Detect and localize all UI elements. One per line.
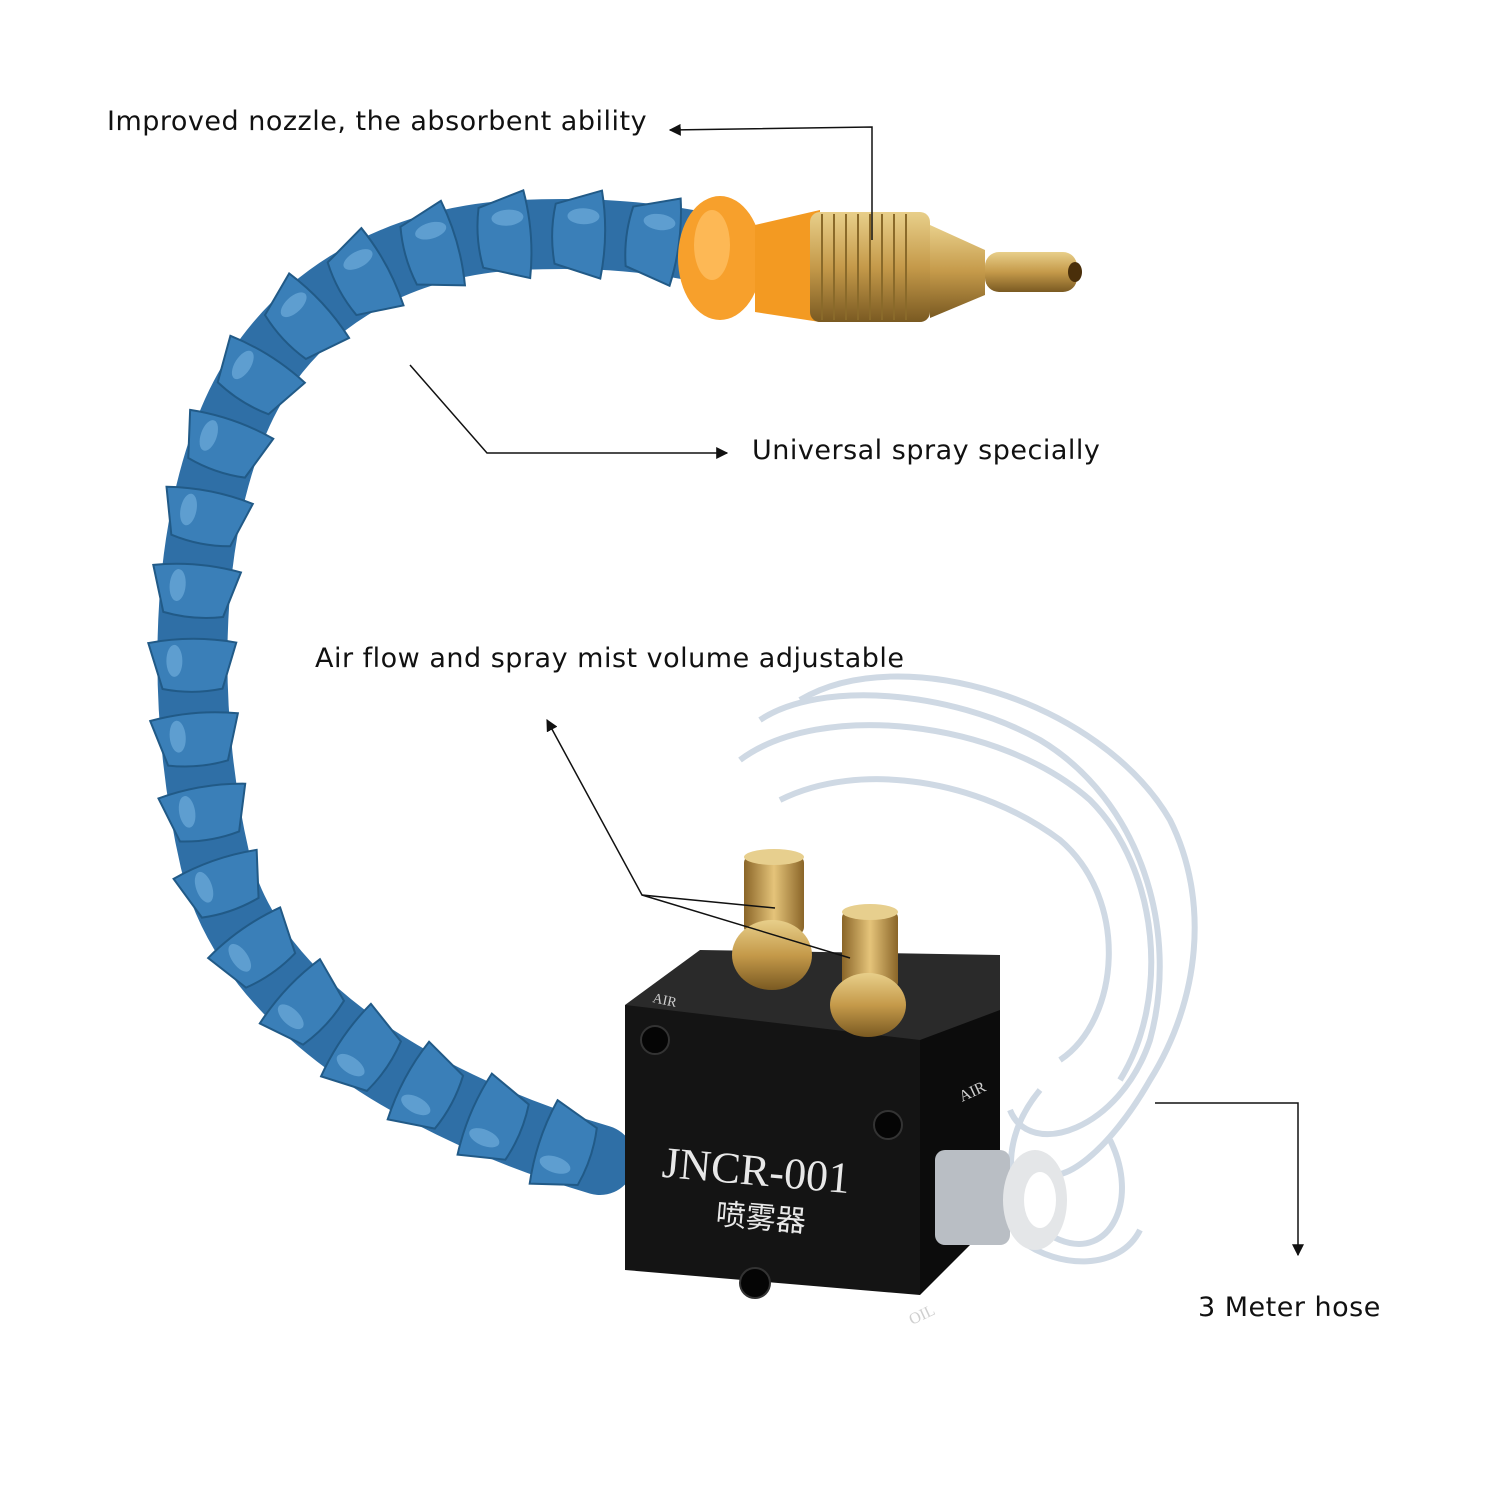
mist-valve-block: [625, 950, 1000, 1299]
hose-segment: [206, 906, 297, 989]
orange-collar: [678, 196, 820, 322]
hose-segment: [187, 408, 275, 479]
hose-segment: [456, 1072, 530, 1161]
oil-port-label: OIL: [907, 1302, 938, 1329]
brass-nozzle: [810, 212, 1082, 322]
nozzle-leader: [668, 123, 873, 240]
hose-segment: [157, 782, 247, 843]
clear-air-tubing: [738, 673, 1198, 1265]
push-in-fitting: [935, 1150, 1067, 1250]
chinese-name-label: 喷雾器: [714, 1197, 807, 1240]
hose-segment: [386, 1040, 465, 1130]
hose-segment: [551, 189, 607, 280]
hose-segment: [528, 1098, 598, 1186]
hose-segment: [399, 199, 467, 287]
hose-segment: [165, 485, 255, 548]
leader-lines: [409, 123, 1304, 1257]
hose-callout: 3 Meter hose: [1198, 1292, 1381, 1323]
spray-leader: [409, 364, 729, 459]
hose-segment: [263, 271, 351, 361]
hose-segment: [624, 197, 682, 288]
spray-callout: Universal spray specially: [752, 435, 1101, 466]
hose-segment: [146, 637, 238, 693]
hose-segment: [319, 1002, 403, 1092]
hose-segment: [172, 848, 260, 919]
hose-segment: [258, 957, 346, 1046]
hose-segment: [326, 226, 405, 317]
adjust-leader-a: [546, 718, 776, 909]
hose-segment: [148, 711, 240, 768]
hose-segment: [476, 189, 533, 280]
nozzle-callout: Improved nozzle, the absorbent ability: [107, 106, 648, 137]
hose-segment: [216, 334, 307, 416]
air-port-label-top: AIR: [651, 991, 678, 1011]
adjust-callout: Air flow and spray mist volume adjustabl…: [315, 643, 905, 674]
adjustment-knobs: [732, 849, 906, 1037]
hose-segment: [152, 562, 243, 619]
flexible-coolant-hose: [146, 189, 725, 1195]
hose-leader: [1155, 1102, 1304, 1257]
adjust-leader-b: [641, 894, 851, 959]
